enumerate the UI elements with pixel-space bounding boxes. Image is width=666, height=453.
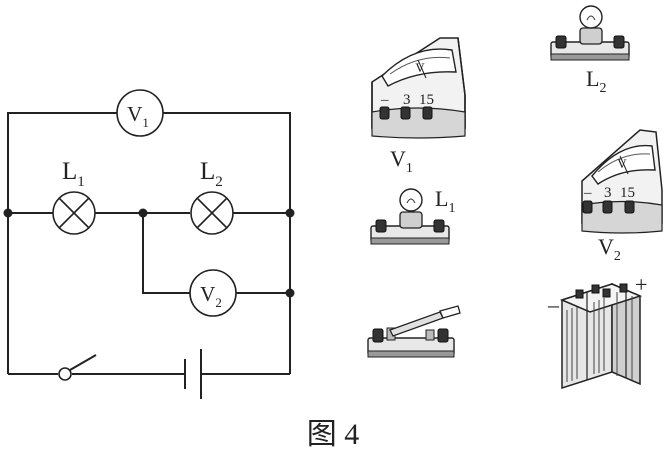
terminal-post-icon bbox=[602, 200, 613, 214]
figure-caption: 图 4 bbox=[307, 418, 360, 451]
switch-symbol bbox=[58, 354, 97, 381]
svg-text:V2: V2 bbox=[200, 282, 222, 310]
lamp-l1-symbol bbox=[52, 191, 96, 235]
bulb-icon bbox=[399, 188, 423, 212]
voltmeter-v1-apparatus: V – 3 15 bbox=[371, 37, 466, 139]
v2-terminal-15-label: 15 bbox=[620, 185, 635, 201]
voltmeter-v1-symbol: V1 bbox=[116, 89, 164, 137]
v1-terminal-minus-label: – bbox=[380, 92, 389, 108]
v2-symbol-letter: V bbox=[200, 282, 215, 306]
voltmeter-v2-caption: V2 bbox=[598, 234, 621, 264]
junction-dot bbox=[138, 208, 148, 218]
battery-pack-apparatus: – + bbox=[547, 272, 647, 390]
switch-handle-icon bbox=[439, 305, 461, 319]
terminal-post-icon bbox=[379, 106, 390, 120]
circuit-diagram: V1 L1 L2 V2 bbox=[3, 89, 295, 399]
bulb-l2-caption: L2 bbox=[586, 66, 606, 96]
switch-blade-icon bbox=[389, 311, 444, 337]
v2-terminal-minus-label: – bbox=[583, 185, 592, 201]
lamp-l1-label: L1 bbox=[62, 158, 85, 190]
v1-terminal-15-label: 15 bbox=[419, 92, 434, 108]
bulb-icon bbox=[579, 5, 603, 29]
bulb-l1-caption: L1 bbox=[435, 186, 455, 216]
lamp-l2-symbol bbox=[190, 191, 234, 235]
battery-minus-label: – bbox=[547, 292, 560, 317]
junction-dot bbox=[285, 208, 295, 218]
wire-top-right bbox=[163, 112, 291, 213]
voltmeter-v2-symbol: V2 bbox=[189, 269, 237, 317]
v1-symbol-subscript: 1 bbox=[142, 115, 149, 130]
battery-plus-label: + bbox=[635, 272, 647, 297]
v1-terminal-3-label: 3 bbox=[403, 92, 411, 108]
cell-symbol bbox=[184, 349, 202, 399]
bulb-l2-apparatus bbox=[550, 5, 630, 61]
v2-dial-letter: V bbox=[617, 156, 627, 171]
voltmeter-v2-apparatus: V – 3 15 bbox=[581, 129, 663, 234]
svg-text:V1: V1 bbox=[127, 102, 149, 130]
terminal-post-icon bbox=[422, 106, 433, 120]
terminal-post-icon bbox=[624, 200, 635, 214]
terminal-post-icon bbox=[400, 106, 411, 120]
v2-symbol-subscript: 2 bbox=[215, 295, 222, 310]
junction-dot bbox=[285, 288, 295, 298]
v2-terminal-3-label: 3 bbox=[604, 185, 612, 201]
junction-dot bbox=[3, 208, 13, 218]
v1-symbol-letter: V bbox=[127, 102, 142, 126]
wire-v2-left bbox=[142, 213, 190, 294]
lamp-l2-label: L2 bbox=[200, 158, 223, 190]
voltmeter-v1-caption: V1 bbox=[390, 146, 413, 176]
v1-dial-letter: V bbox=[415, 60, 425, 75]
bulb-l1-apparatus bbox=[370, 188, 450, 245]
knife-switch-apparatus bbox=[367, 305, 461, 358]
wire-top-left bbox=[7, 112, 117, 213]
terminal-post-icon bbox=[582, 200, 593, 214]
